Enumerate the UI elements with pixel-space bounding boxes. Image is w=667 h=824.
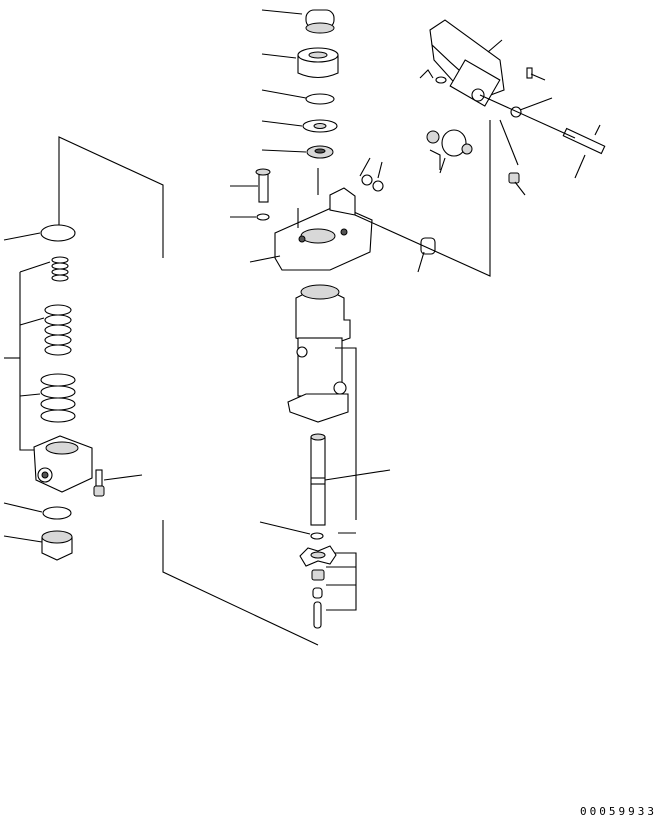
dust-seal-part[interactable] — [297, 47, 339, 79]
valve-body-part[interactable] — [33, 435, 93, 493]
pedal-part[interactable] — [429, 19, 522, 118]
o-ring-part[interactable] — [40, 224, 76, 242]
mounting-bolt-part[interactable] — [255, 168, 271, 221]
washer-part[interactable] — [302, 119, 338, 133]
rod-end-bracket — [326, 532, 357, 611]
pedal-linkage-lines — [354, 94, 576, 277]
left-group-bracket — [19, 136, 319, 646]
medium-spring-part[interactable] — [44, 304, 72, 356]
small-spring-part[interactable] — [51, 256, 69, 282]
pedal-shaft-part[interactable] — [562, 127, 606, 155]
rod-o-ring-part[interactable] — [310, 532, 324, 540]
small-bolt-part[interactable] — [526, 67, 601, 136]
bracket-base-part[interactable] — [274, 168, 373, 271]
circlip-part[interactable] — [305, 93, 335, 105]
cap-part[interactable] — [305, 9, 335, 34]
pin-part[interactable] — [313, 601, 322, 629]
seal-ring-part[interactable] — [42, 506, 72, 520]
lock-nut-part[interactable] — [311, 569, 325, 581]
roller-part[interactable] — [426, 129, 473, 170]
drawing-code-label: 00059933 — [580, 805, 657, 818]
plug-nut-part[interactable] — [41, 530, 73, 561]
callout-leaders — [3, 9, 586, 543]
boot-part[interactable] — [299, 545, 337, 567]
spring-pin-part[interactable] — [419, 69, 447, 84]
clevis-part[interactable] — [312, 587, 323, 599]
small-nut-part[interactable] — [508, 172, 520, 184]
large-spring-part[interactable] — [40, 373, 76, 423]
cylinder-body-part[interactable] — [287, 284, 357, 520]
piston-part[interactable] — [306, 145, 334, 159]
bushing-pair-part[interactable] — [361, 174, 384, 192]
bolt-left-part[interactable] — [93, 469, 143, 497]
push-rod-part[interactable] — [310, 433, 326, 526]
